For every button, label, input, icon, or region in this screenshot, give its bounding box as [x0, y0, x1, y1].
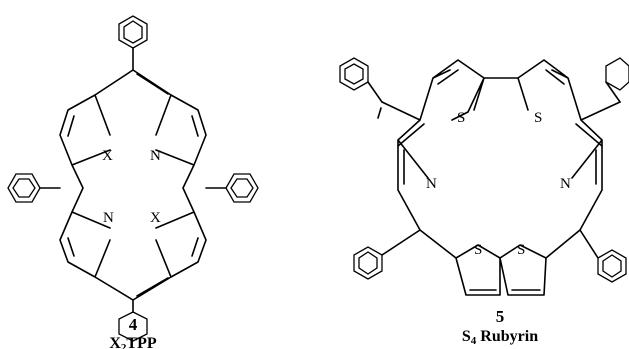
phenyl-right — [205, 173, 259, 203]
atom-label-x-lower: X — [150, 210, 161, 226]
porphyrin-double-bonds — [67, 73, 199, 297]
phenyl-top — [118, 15, 148, 71]
atom-label-s-top-left: S — [457, 110, 465, 126]
porphyrin-macrocycle-bonds — [59, 69, 207, 301]
compound-name-4: X2TPP — [109, 335, 157, 349]
atom-label-s-top-right: S — [534, 110, 542, 126]
structure-4-x2tpp: X N N X 4 X2TPP — [7, 15, 259, 349]
compound-number-4: 4 — [129, 315, 138, 334]
rubyrin-macrocycle-bonds — [377, 59, 621, 296]
atom-label-n-lower: N — [103, 210, 114, 226]
atom-label-s-bottom-left: S — [474, 242, 482, 258]
phenyl-upper-right — [605, 57, 629, 103]
rubyrin-double-bonds — [397, 69, 603, 291]
atom-label-s-bottom-right: S — [517, 242, 525, 258]
phenyl-left — [7, 173, 61, 203]
phenyl-upper-left — [339, 57, 383, 103]
compound-number-5: 5 — [496, 307, 505, 326]
structure-5-s4-rubyrin: S S N N S S 5 S4 Rubyrin — [339, 57, 629, 347]
phenyl-lower-right — [579, 229, 627, 283]
compound-name-5: S4 Rubyrin — [462, 328, 538, 347]
atom-label-n-upper: N — [150, 148, 161, 164]
atom-label-n-right: N — [560, 176, 571, 192]
atom-label-n-left: N — [426, 176, 437, 192]
atom-label-x-upper: X — [102, 148, 113, 164]
phenyl-bottom — [118, 299, 148, 342]
phenyl-lower-left — [353, 229, 421, 280]
